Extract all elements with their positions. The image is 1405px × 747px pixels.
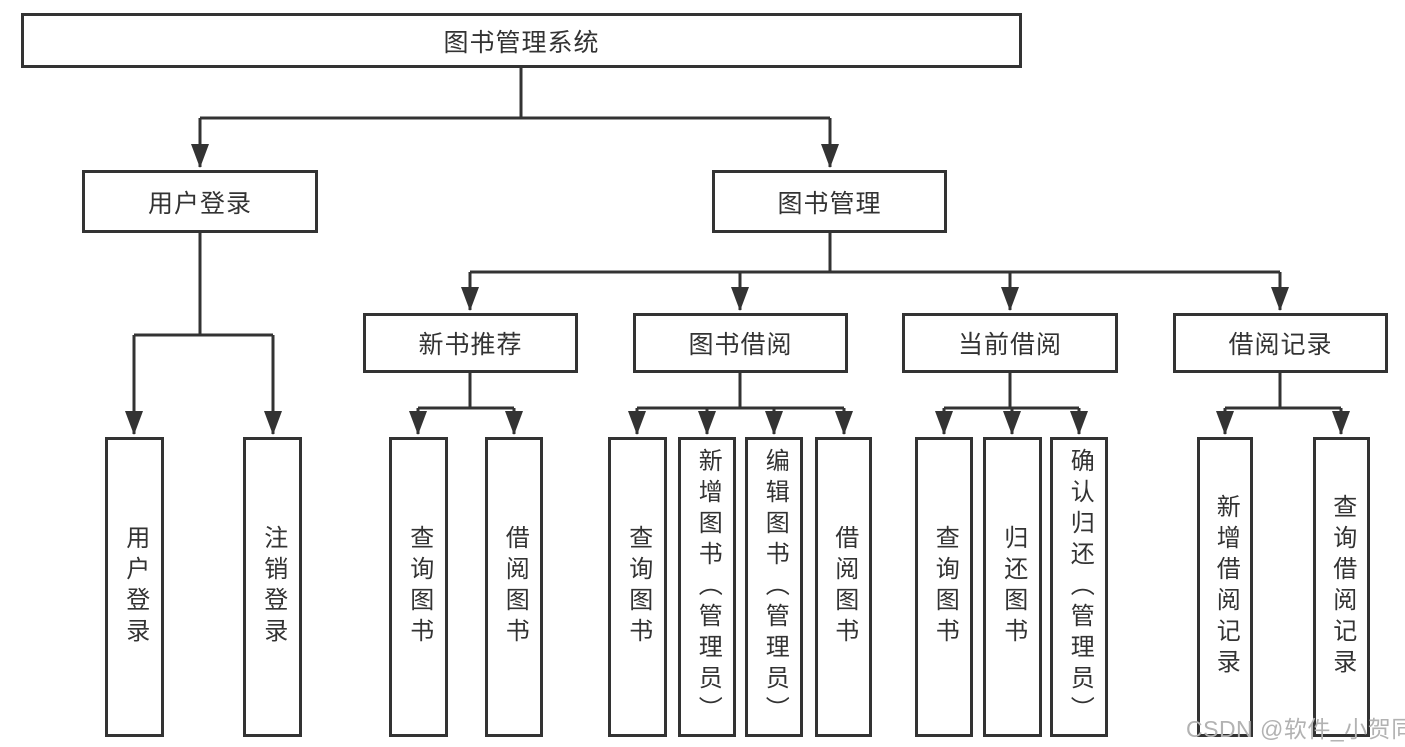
watermark-text: CSDN @软件_小贺同学 [1186, 716, 1405, 742]
node-leaf-query-borrow-record: 查询借阅记录 [1313, 437, 1370, 737]
node-label-current-borrowing: 当前借阅 [957, 331, 1062, 359]
node-leaf-logout: 注销登录 [243, 437, 302, 737]
node-label-leaf-query-book-2: 查询图书 [624, 525, 652, 649]
node-leaf-borrow-book-1: 借阅图书 [485, 437, 543, 737]
node-leaf-confirm-return-admin: 确认归还（管理员） [1050, 437, 1108, 737]
node-label-leaf-borrow-book-1: 借阅图书 [501, 525, 529, 649]
node-label-new-book-recommend: 新书推荐 [418, 331, 523, 359]
node-label-user-login-group: 用户登录 [147, 189, 252, 218]
node-leaf-query-book-2: 查询图书 [608, 437, 667, 737]
node-label-leaf-borrow-book-2: 借阅图书 [830, 525, 858, 649]
node-label-leaf-query-borrow-record: 查询借阅记录 [1328, 494, 1356, 680]
node-label-leaf-user-login: 用户登录 [121, 525, 149, 649]
node-label-leaf-edit-book-admin: 编辑图书（管理员） [761, 447, 789, 727]
node-label-borrowing-records: 借阅记录 [1228, 331, 1333, 359]
node-label-book-borrowing: 图书借阅 [688, 331, 793, 359]
node-current-borrowing: 当前借阅 [902, 313, 1118, 373]
node-new-book-recommend: 新书推荐 [363, 313, 578, 373]
node-label-leaf-add-borrow-record: 新增借阅记录 [1212, 494, 1240, 680]
node-book-management: 图书管理 [712, 170, 947, 233]
node-leaf-add-borrow-record: 新增借阅记录 [1197, 437, 1253, 737]
node-label-leaf-confirm-return-admin: 确认归还（管理员） [1066, 447, 1094, 727]
node-leaf-query-book-3: 查询图书 [915, 437, 973, 737]
node-label-book-management: 图书管理 [777, 189, 882, 218]
node-leaf-user-login: 用户登录 [105, 437, 164, 737]
node-label-leaf-return-book: 归还图书 [999, 525, 1027, 649]
node-label-leaf-add-book-admin: 新增图书（管理员） [694, 447, 722, 727]
node-label-leaf-logout: 注销登录 [259, 525, 287, 649]
node-leaf-add-book-admin: 新增图书（管理员） [678, 437, 736, 737]
node-leaf-borrow-book-2: 借阅图书 [815, 437, 872, 737]
node-book-borrowing: 图书借阅 [633, 313, 848, 373]
node-leaf-return-book: 归还图书 [983, 437, 1042, 737]
node-leaf-edit-book-admin: 编辑图书（管理员） [745, 437, 803, 737]
node-label-leaf-query-book-1: 查询图书 [405, 525, 433, 649]
connector-lines [125, 68, 1350, 435]
node-root: 图书管理系统 [21, 13, 1022, 68]
node-user-login-group: 用户登录 [82, 170, 318, 233]
node-borrowing-records: 借阅记录 [1173, 313, 1388, 373]
node-leaf-query-book-1: 查询图书 [389, 437, 448, 737]
node-label-leaf-query-book-3: 查询图书 [931, 525, 959, 649]
node-label-root: 图书管理系统 [443, 28, 600, 57]
